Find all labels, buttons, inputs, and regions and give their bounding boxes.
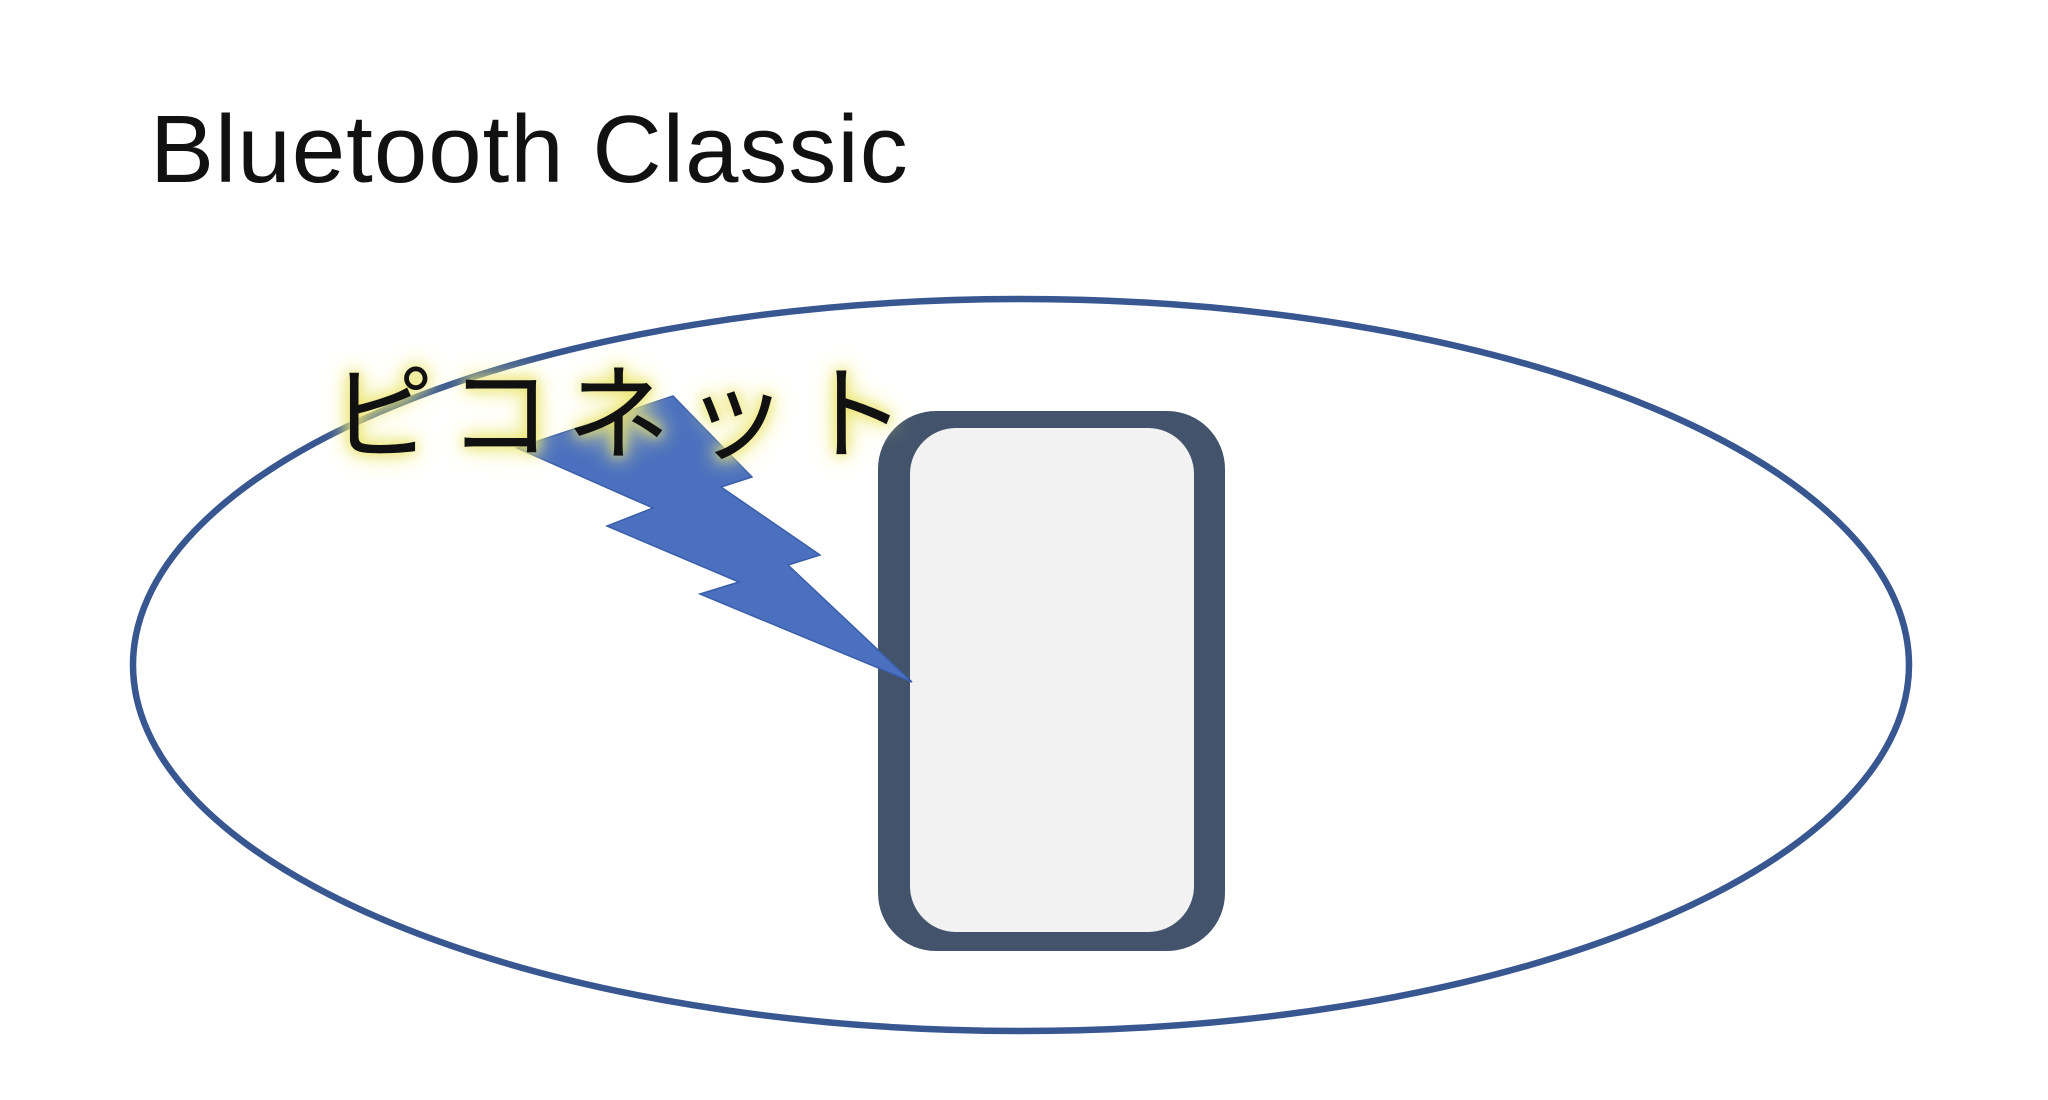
piconet-label: ピコネット <box>330 354 921 476</box>
device <box>878 411 1225 951</box>
lightning-bolt-icon <box>514 395 913 683</box>
slide-title: Bluetooth Classic <box>150 96 909 203</box>
piconet-ellipse <box>129 295 1913 1035</box>
device-screen <box>910 428 1194 932</box>
